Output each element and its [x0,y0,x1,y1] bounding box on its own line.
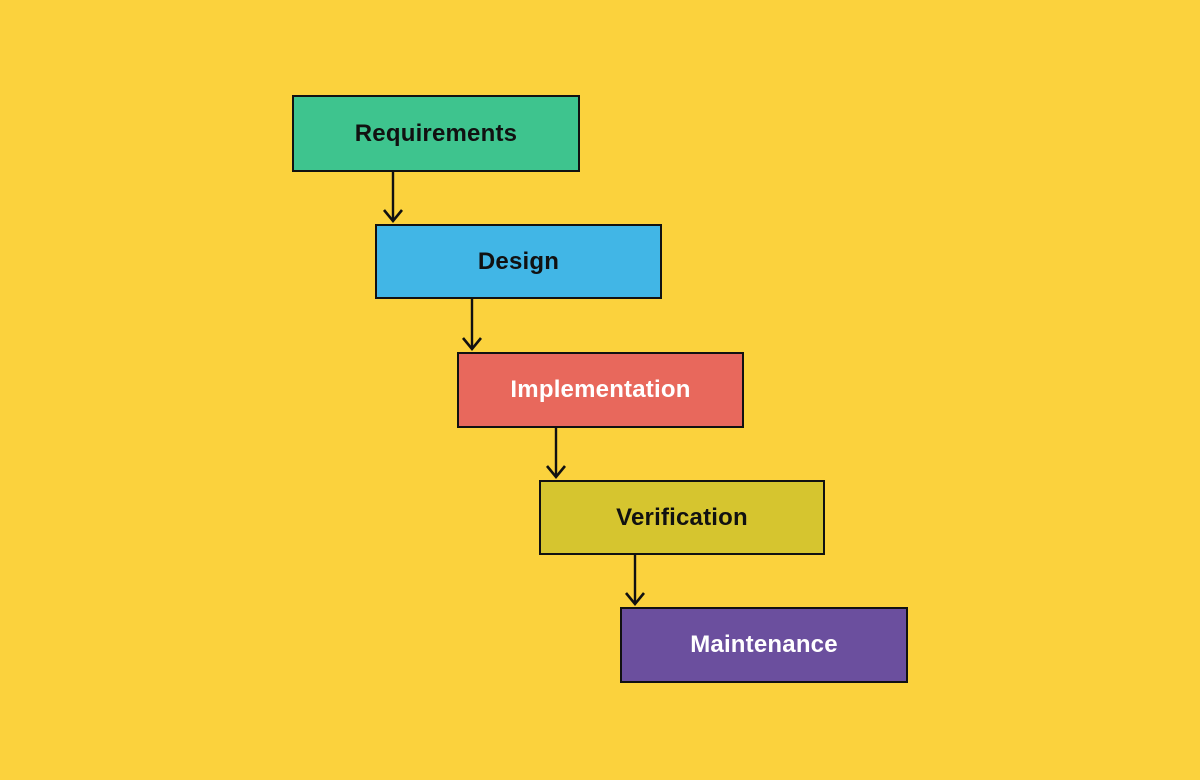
step-box-implementation: Implementation [457,352,744,428]
step-box-design: Design [375,224,662,299]
arrow-design-to-implementation [461,299,483,352]
arrow-implementation-to-verification [545,428,567,480]
step-label-requirements: Requirements [354,119,518,147]
arrow-requirements-to-design [382,172,404,224]
step-box-verification: Verification [539,480,825,555]
step-label-design: Design [477,247,560,275]
arrow-verification-to-maintenance [624,555,646,607]
step-label-implementation: Implementation [510,376,691,403]
step-box-maintenance: Maintenance [620,607,908,683]
step-label-verification: Verification [616,503,748,531]
step-label-maintenance: Maintenance [690,631,838,658]
step-box-requirements: Requirements [292,95,580,172]
